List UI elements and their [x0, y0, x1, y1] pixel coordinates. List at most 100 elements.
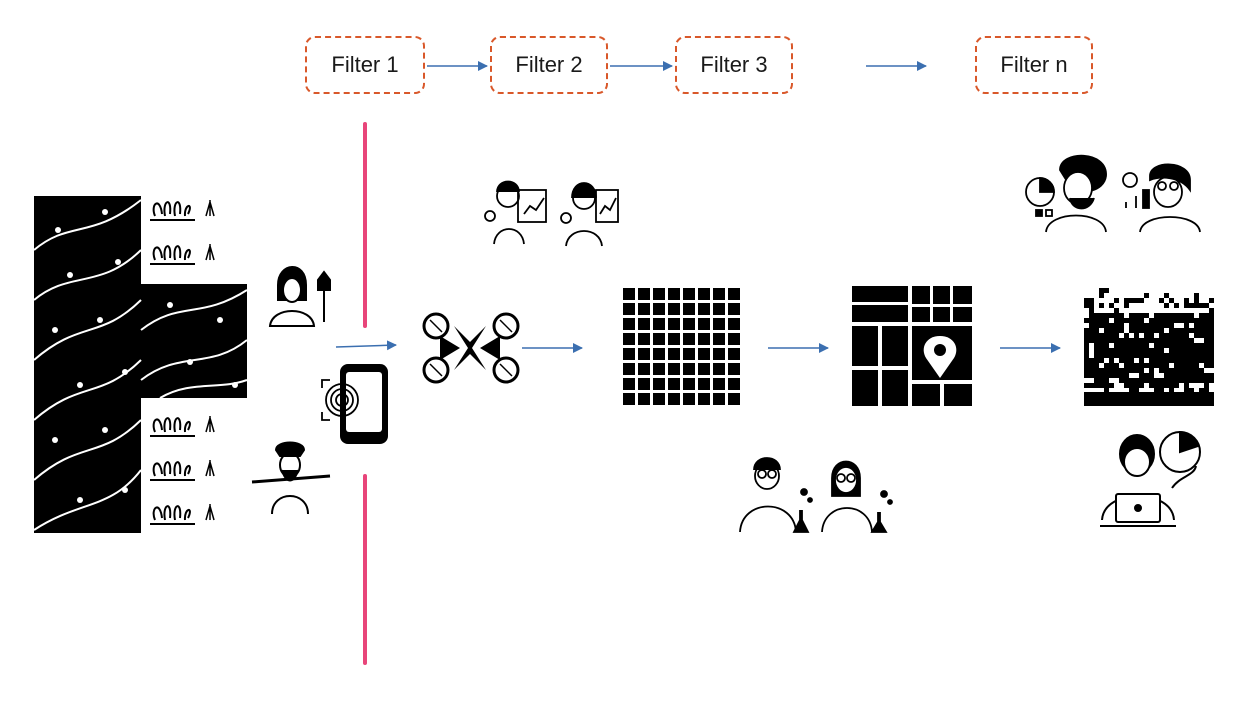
- pixel-cell: [1194, 368, 1199, 373]
- grid-cell: [698, 333, 710, 345]
- pixel-cell: [1179, 338, 1184, 343]
- pixel-cell: [1089, 358, 1094, 363]
- pixel-cell: [1129, 358, 1134, 363]
- pixel-cell: [1134, 298, 1139, 303]
- grid-icon: [623, 288, 740, 405]
- pixel-cell: [1194, 298, 1199, 303]
- pixel-cell: [1164, 368, 1169, 373]
- pixel-cell: [1149, 363, 1154, 368]
- pixel-cell: [1179, 353, 1184, 358]
- pixel-cell: [1159, 313, 1164, 318]
- grid-cell: [713, 363, 725, 375]
- pixel-cell: [1129, 378, 1134, 383]
- pixel-cell: [1109, 373, 1114, 378]
- pixel-cell: [1184, 358, 1189, 363]
- pixel-cell: [1139, 363, 1144, 368]
- pixel-cell: [1109, 383, 1114, 388]
- pixel-cell: [1159, 358, 1164, 363]
- filter-n-box: Filter n: [975, 36, 1093, 94]
- pixel-cell: [1099, 383, 1104, 388]
- pixel-cell: [1159, 338, 1164, 343]
- phone-fingerprint-icon: [321, 364, 388, 444]
- pixel-cell: [1199, 328, 1204, 333]
- pixel-cell: [1139, 353, 1144, 358]
- pixel-cell: [1209, 358, 1214, 363]
- pixel-cell: [1119, 353, 1124, 358]
- pixel-cell: [1139, 383, 1144, 388]
- pixel-cell: [1204, 328, 1209, 333]
- grid-cell: [638, 378, 650, 390]
- grid-cell: [698, 393, 710, 405]
- pixel-cell: [1129, 353, 1134, 358]
- pixel-cell: [1184, 348, 1189, 353]
- pixel-cell: [1104, 288, 1109, 293]
- pixel-cell: [1109, 353, 1114, 358]
- pixel-cell: [1169, 298, 1174, 303]
- pixel-cell: [1164, 373, 1169, 378]
- pixel-cell: [1099, 293, 1104, 298]
- pixel-cell: [1119, 373, 1124, 378]
- pixel-cell: [1179, 363, 1184, 368]
- pixel-cell: [1134, 388, 1139, 393]
- grid-cell: [683, 363, 695, 375]
- pixel-cell: [1134, 383, 1139, 388]
- pixel-cell: [1184, 388, 1189, 393]
- arrow-to-drone: [335, 340, 397, 351]
- pixel-cell: [1114, 328, 1119, 333]
- pixel-cell: [1179, 378, 1184, 383]
- grid-cell: [698, 318, 710, 330]
- grid-cell: [653, 378, 665, 390]
- grid-cell: [728, 378, 740, 390]
- pixel-cell: [1109, 348, 1114, 353]
- pixel-cell: [1144, 363, 1149, 368]
- pixel-cell: [1099, 333, 1104, 338]
- pixel-cell: [1174, 348, 1179, 353]
- pixel-cell: [1184, 363, 1189, 368]
- pixel-cell: [1159, 333, 1164, 338]
- pixel-cell: [1114, 323, 1119, 328]
- pixel-cell: [1194, 293, 1199, 298]
- pixel-cell: [1129, 328, 1134, 333]
- pixel-cell: [1109, 368, 1114, 373]
- pixel-cell: [1089, 303, 1094, 308]
- pixel-cell: [1189, 378, 1194, 383]
- pixel-cell: [1149, 353, 1154, 358]
- grid-cell: [683, 318, 695, 330]
- grid-cell: [728, 303, 740, 315]
- pixel-cell: [1164, 303, 1169, 308]
- pixel-cell: [1209, 308, 1214, 313]
- pixel-cell: [1084, 353, 1089, 358]
- pixel-cell: [1199, 348, 1204, 353]
- pixel-cell: [1159, 383, 1164, 388]
- pixel-cell: [1159, 353, 1164, 358]
- pixel-cell: [1209, 333, 1214, 338]
- pixel-cell: [1204, 303, 1209, 308]
- pixel-cell: [1179, 358, 1184, 363]
- pixel-cell: [1124, 383, 1129, 388]
- pixel-cell: [1199, 368, 1204, 373]
- pixel-cell: [1114, 348, 1119, 353]
- pixel-cell: [1159, 348, 1164, 353]
- pixel-cell: [1084, 383, 1089, 388]
- grid-cell: [623, 378, 635, 390]
- grid-cell: [713, 378, 725, 390]
- pixel-cell: [1149, 383, 1154, 388]
- pixel-cell: [1099, 358, 1104, 363]
- pixel-cell: [1174, 378, 1179, 383]
- pixel-cell: [1129, 388, 1134, 393]
- pixel-cell: [1174, 373, 1179, 378]
- laptop-analyst-icon: [1100, 430, 1201, 527]
- pixel-cell: [1159, 328, 1164, 333]
- pixel-cell: [1174, 338, 1179, 343]
- pixel-cell: [1089, 318, 1094, 323]
- pixel-cell: [1174, 363, 1179, 368]
- pixel-cell: [1139, 343, 1144, 348]
- pixel-cell: [1194, 328, 1199, 333]
- grid-cell: [728, 318, 740, 330]
- pixel-cell: [1094, 373, 1099, 378]
- pixel-cell: [1144, 378, 1149, 383]
- pixel-cell: [1104, 328, 1109, 333]
- pixel-cell: [1144, 353, 1149, 358]
- pixel-cell: [1184, 353, 1189, 358]
